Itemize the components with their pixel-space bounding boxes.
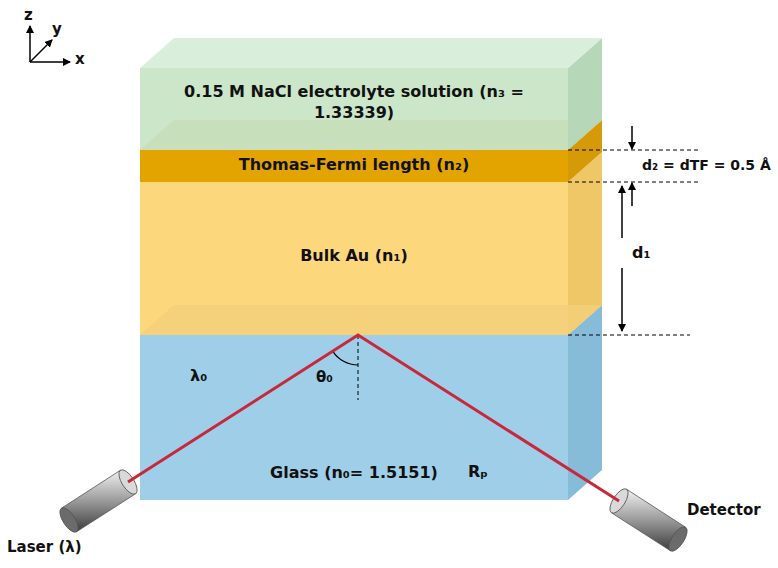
dimension-arrows: [622, 126, 632, 331]
node-text: 0.15 M NaCl electrolyte solution (n₃ = 1…: [174, 82, 534, 150]
dimension-lines: [358, 150, 700, 400]
axis-label: z: [24, 6, 33, 24]
axis-label: x: [75, 50, 85, 68]
detector-symbol: [606, 486, 690, 554]
tf-front: [140, 150, 568, 182]
electrolyte-top: [140, 38, 602, 68]
electrolyte-band: 0.15 M NaCl electrolyte solution (n₃ = 1…: [140, 68, 568, 150]
axes: [30, 26, 70, 62]
dimension-label: d₂ = dTF = 0.5 Å: [642, 157, 771, 173]
node-text: Glass (n₀= 1.5151): [270, 463, 438, 500]
reflectance-label: Rₚ: [468, 462, 488, 481]
thomas-fermi-band: Thomas-Fermi length (n₂): [140, 150, 568, 182]
axis-label: y: [52, 20, 62, 38]
glass-band: Glass (n₀= 1.5151): [140, 335, 568, 500]
node-text: Bulk Au (n₁): [300, 246, 408, 335]
laser-symbol: [56, 467, 140, 535]
laser-beam: [128, 335, 619, 501]
detector-device: Detector: [619, 501, 774, 556]
laser-device: Laser (λ): [5, 482, 128, 560]
node-text: Laser (λ): [7, 538, 82, 556]
angle-arc: [333, 351, 358, 365]
gold-band: Bulk Au (n₁): [140, 182, 568, 335]
dimension-label: d₁: [632, 243, 650, 262]
node-text: Thomas-Fermi length (n₂): [239, 155, 470, 182]
node-text: Detector: [687, 501, 761, 519]
gold-bottom-plane: [140, 305, 602, 335]
angle-label: θ₀: [316, 368, 333, 386]
glass-front: [140, 335, 568, 500]
electrolyte-front: [140, 68, 568, 150]
wavelength-label: λ₀: [190, 366, 207, 385]
